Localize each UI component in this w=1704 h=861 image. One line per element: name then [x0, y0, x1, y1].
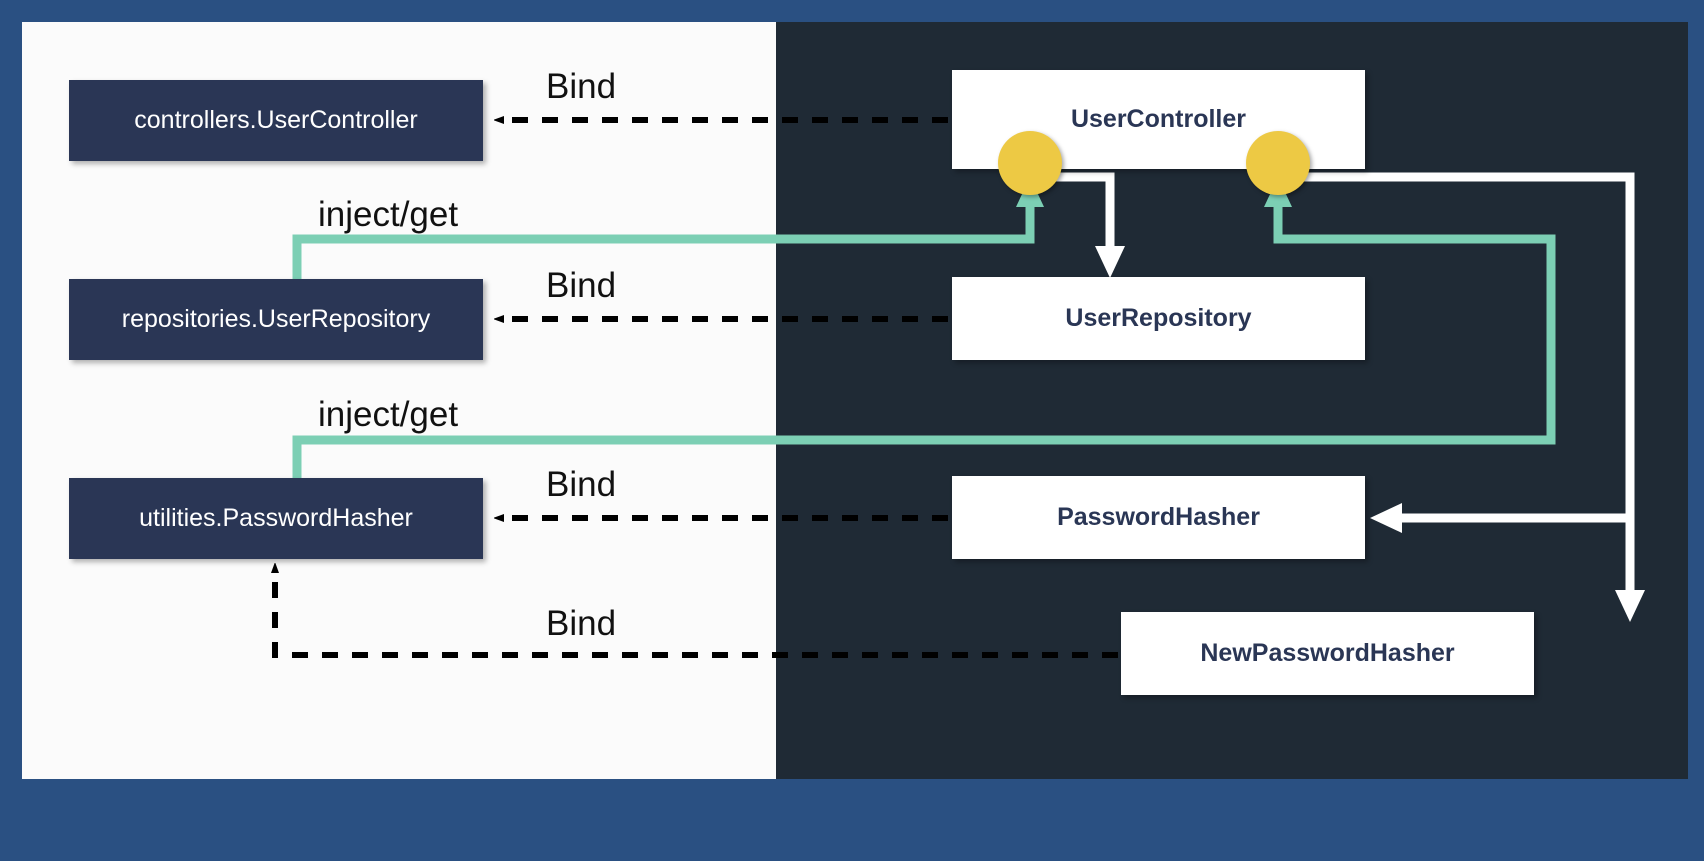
node-label: NewPasswordHasher — [1200, 639, 1455, 667]
edge-label-bind-2: Bind — [546, 266, 617, 305]
yellow-dot-injection-point-2[interactable] — [1246, 131, 1310, 195]
node-label: utilities.PasswordHasher — [139, 504, 413, 532]
node-label: UserController — [1070, 105, 1247, 133]
bind-edge-newpasswordhasher — [275, 572, 1118, 658]
edge-label-inject-1: inject/get — [318, 195, 459, 234]
node-controllers-usercontroller[interactable]: controllers.UserController — [69, 80, 483, 161]
node-label: controllers.UserController — [134, 106, 418, 134]
node-userrepository[interactable]: UserRepository — [952, 277, 1365, 360]
inject-edge-passwordhasher — [292, 177, 1556, 480]
node-newpasswordhasher[interactable]: NewPasswordHasher — [1121, 612, 1534, 695]
edge-label-bind-4: Bind — [546, 604, 617, 643]
node-label: PasswordHasher — [1057, 503, 1260, 531]
node-label: repositories.UserRepository — [121, 305, 431, 333]
inject-edge-userrepository — [292, 177, 1044, 281]
node-repositories-userrepository[interactable]: repositories.UserRepository — [69, 279, 483, 360]
node-passwordhasher[interactable]: PasswordHasher — [952, 476, 1365, 559]
yellow-dot-injection-point-1[interactable] — [998, 131, 1062, 195]
edge-label-bind-3: Bind — [546, 465, 617, 504]
edge-label-bind-1: Bind — [546, 67, 617, 106]
node-utilities-passwordhasher[interactable]: utilities.PasswordHasher — [69, 478, 483, 559]
edge-label-inject-2: inject/get — [318, 395, 459, 434]
node-label: UserRepository — [1065, 304, 1252, 332]
